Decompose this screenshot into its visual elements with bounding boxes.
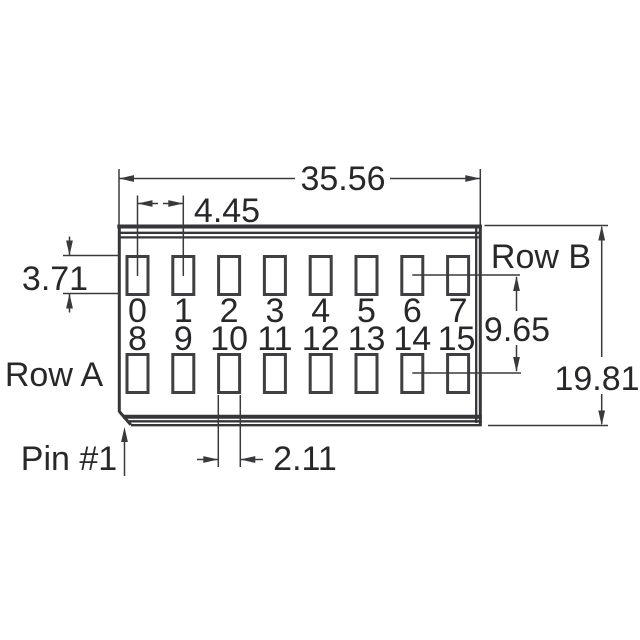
arrowhead-left <box>119 175 134 182</box>
arrowhead-down <box>66 240 73 256</box>
dim-overall-width <box>118 169 482 225</box>
pin1-label: Pin #1 <box>21 440 117 478</box>
pad-b2 <box>217 255 242 296</box>
arrowhead-right <box>168 200 184 207</box>
pin-number-0: 0 <box>128 292 147 330</box>
arrowhead-left <box>137 200 153 207</box>
pin-number-12: 12 <box>302 320 340 358</box>
pin-number-8: 8 <box>128 320 147 358</box>
overall-width-value: 35.56 <box>300 160 385 198</box>
pin-number-15: 15 <box>438 320 476 358</box>
dim-pad-width <box>197 395 263 467</box>
pad-height-value: 3.71 <box>22 260 88 298</box>
pad-width-value: 2.11 <box>273 440 337 478</box>
row-a-label: Row A <box>5 356 104 394</box>
arrowhead-left <box>240 456 256 463</box>
pin-number-10: 10 <box>210 320 248 358</box>
pin-number-11: 11 <box>257 320 292 358</box>
pin-number-3: 3 <box>265 292 284 330</box>
pin1-pointer <box>121 427 128 476</box>
component-body <box>117 224 482 427</box>
row-spacing-value: 9.65 <box>484 311 550 349</box>
arrowhead-down <box>598 410 606 426</box>
row-b-label: Row B <box>491 238 591 276</box>
arrowhead-up <box>66 293 73 309</box>
dim-overall-height <box>484 224 608 427</box>
arrowhead-up <box>121 427 128 442</box>
pin-number-14: 14 <box>393 320 431 358</box>
pin-number-4: 4 <box>311 292 330 330</box>
pad-a10 <box>217 353 242 394</box>
pin-number-6: 6 <box>403 292 422 330</box>
overall-height-value: 19.81 <box>554 360 639 398</box>
dim-pin-pitch <box>136 195 185 276</box>
arrowhead-right <box>465 175 481 182</box>
arrowhead-up <box>598 225 606 241</box>
pin-number-7: 7 <box>449 292 468 330</box>
pin-pitch-value: 4.45 <box>194 192 260 230</box>
dim-pad-height <box>63 236 120 313</box>
pin-number-2: 2 <box>220 292 239 330</box>
pin-number-13: 13 <box>348 320 386 358</box>
row-a-pin-numbers: 8 9 10 11 12 13 14 15 <box>128 320 475 358</box>
row-a-pads <box>125 353 471 394</box>
row-b-pin-numbers: 0 1 2 3 4 5 6 7 <box>128 292 468 330</box>
pin-number-1: 1 <box>174 292 193 330</box>
dim-row-spacing <box>412 274 521 374</box>
pin-number-5: 5 <box>357 292 376 330</box>
pad-b5 <box>354 255 379 296</box>
pad-a13 <box>354 353 379 394</box>
arrowhead-down <box>513 357 520 372</box>
pin-number-9: 9 <box>174 320 193 358</box>
pad-b3 <box>262 255 287 296</box>
arrowhead-up <box>513 276 520 291</box>
arrowhead-right <box>203 456 219 463</box>
pad-b4 <box>308 255 333 296</box>
pad-a8 <box>125 353 150 394</box>
pad-a11 <box>262 353 287 394</box>
pad-a12 <box>308 353 333 394</box>
pad-a9 <box>171 353 196 394</box>
